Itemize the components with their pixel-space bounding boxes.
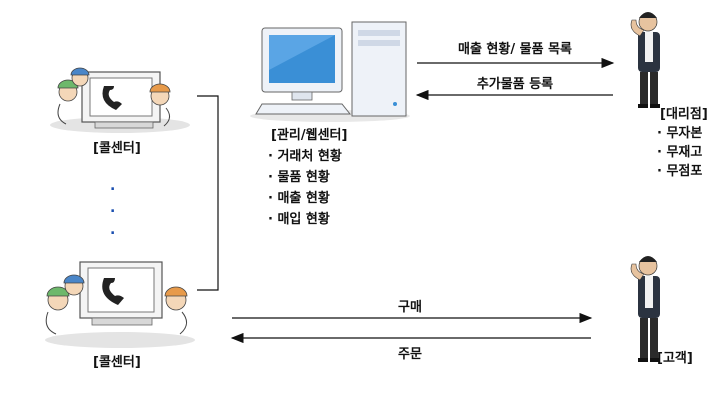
callcenter-top-label: [콜센터] [93, 141, 141, 156]
agency-item: · 무재고 [657, 145, 703, 160]
ellipsis-dot-1: . [110, 178, 116, 194]
callcenter-connector [197, 95, 219, 291]
center-item: · 물품 현황 [268, 170, 330, 185]
customer-label: [고객] [657, 351, 693, 366]
ellipsis-dot-3: . [110, 222, 116, 238]
agency-label: [대리점] [660, 107, 708, 122]
agency-item-list: · 무자본 · 무재고 · 무점포 [657, 124, 702, 181]
center-item-list: · 거래처 현황 · 물품 현황 · 매출 현황 · 매입 현황 [268, 146, 342, 230]
callcenter-bottom-illustration [45, 261, 195, 348]
agency-item: · 무자본 [657, 126, 703, 141]
arrow-from-agency-label: 추가물품 등록 [476, 77, 554, 92]
customer-person-illustration [630, 256, 660, 362]
arrow-to-customer-label: 구매 [398, 300, 422, 315]
agency-item: · 무점포 [657, 164, 703, 179]
callcenter-bottom-label: [콜센터] [93, 355, 141, 370]
center-label: [관리/웹센터] [271, 128, 348, 143]
computer-illustration [250, 21, 410, 122]
ellipsis-dot-2: . [110, 200, 116, 216]
arrow-from-customer-label: 주문 [398, 347, 422, 362]
center-item: · 매출 현황 [268, 191, 330, 206]
arrow-to-agency-label: 매출 현황/ 물품 목록 [457, 42, 572, 57]
center-item: · 매입 현황 [268, 212, 330, 227]
callcenter-top-illustration [50, 67, 190, 133]
agency-person-illustration [630, 12, 660, 108]
center-item: · 거래처 현황 [268, 149, 342, 164]
